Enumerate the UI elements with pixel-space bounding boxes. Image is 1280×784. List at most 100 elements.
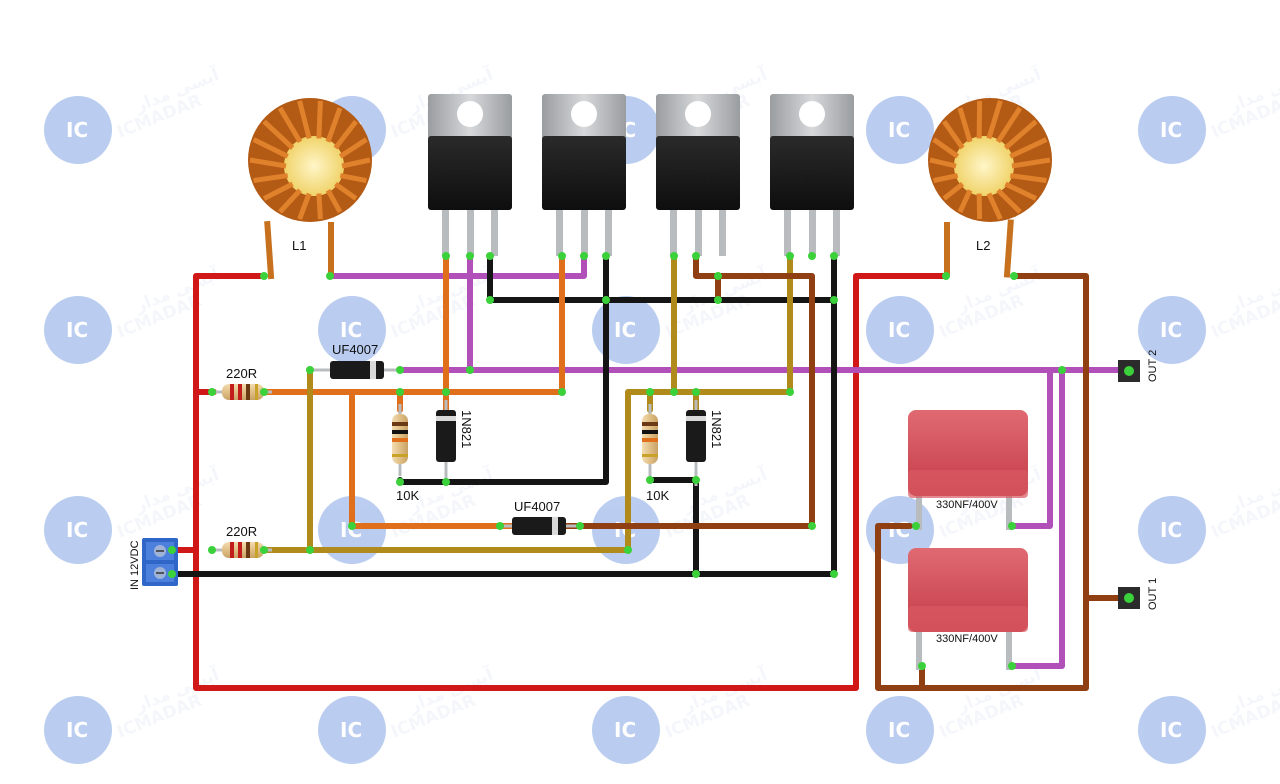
zener-1n821-left [436, 400, 456, 486]
coil-winding [986, 192, 1003, 221]
solder-pad [306, 546, 314, 554]
solder-pad [208, 388, 216, 396]
input-terminal-block [142, 538, 178, 586]
solder-pad [646, 476, 654, 484]
wire-black-zener1 [443, 297, 609, 485]
solder-pad [396, 478, 404, 486]
solder-pad [326, 272, 334, 280]
solder-pad [692, 570, 700, 578]
capacitor-c2 [908, 548, 1028, 670]
resistor-10k-left-label: 10K [396, 488, 419, 503]
solder-pad [466, 252, 474, 260]
coil-winding [341, 157, 371, 169]
resistor-10k-right [642, 404, 658, 476]
coil-winding [1011, 157, 1051, 169]
watermark-badge-text: IC [1160, 718, 1182, 742]
coil-winding [1009, 137, 1048, 159]
mosfet-q1: IRF540 [428, 94, 512, 256]
diode-uf4007-bottom-label: UF4007 [514, 499, 560, 514]
coil-winding [262, 119, 295, 150]
watermark-badge-text: IC [888, 318, 910, 342]
solder-pad [1008, 522, 1016, 530]
mosfet-q3-label: IRF540 [670, 171, 719, 187]
coil-winding [1004, 181, 1038, 201]
inductor-l1-label: L1 [292, 238, 306, 253]
input-label: IN 12VDC [129, 540, 141, 590]
wire-red [193, 273, 949, 691]
solder-pad [208, 546, 216, 554]
solder-pad [692, 476, 700, 484]
watermark-badge-text: IC [340, 718, 362, 742]
watermark-badge-text: IC [888, 118, 910, 142]
solder-pads [168, 252, 1066, 670]
solder-pad [396, 388, 404, 396]
wire-brown-l2 [875, 273, 1089, 691]
coil-winding [338, 137, 368, 159]
mosfet-q4-label: IRF540 [784, 171, 833, 187]
solder-pad [942, 272, 950, 280]
coil-winding [932, 137, 960, 159]
solder-pad [714, 272, 722, 280]
zener-1n821-right-label: 1N821 [709, 410, 724, 448]
watermark-badge-text: IC [614, 318, 636, 342]
coil-winding [957, 107, 973, 143]
solder-pad [260, 546, 268, 554]
coil-winding [316, 100, 323, 139]
watermark-badge-text: IC [66, 718, 88, 742]
coil-winding [1009, 173, 1047, 183]
solder-pad [558, 388, 566, 396]
solder-pad [646, 388, 654, 396]
resistor-220r-bottom-label: 220R [226, 524, 257, 539]
coil-winding [1003, 119, 1038, 150]
watermark-badge-text: IC [888, 518, 910, 542]
solder-pad [624, 546, 632, 554]
solder-pad [670, 388, 678, 396]
solder-pad [1058, 366, 1066, 374]
coil-winding [933, 173, 959, 183]
coil-winding [996, 188, 1022, 214]
mosfet-q4: IRF540 [770, 94, 854, 256]
inductor-l1 [248, 98, 372, 280]
solder-pad [168, 570, 176, 578]
watermark-badge-text: IC [1160, 318, 1182, 342]
inductor-l2-label: L2 [976, 238, 990, 253]
solder-pad [442, 388, 450, 396]
wire-olive-gate4 [625, 253, 793, 553]
mosfet-q1-label: IRF540 [442, 171, 491, 187]
capacitor-c1-label: 330NF/400V [936, 499, 998, 511]
watermark-badge-text: IC [888, 718, 910, 742]
solder-pad [808, 252, 816, 260]
solder-pad [912, 522, 920, 530]
solder-pad [830, 296, 838, 304]
capacitor-c1 [908, 410, 1028, 530]
mosfet-q2: IRF540 [542, 94, 626, 256]
watermark-badge-text: IC [614, 718, 636, 742]
solder-pad [558, 252, 566, 260]
solder-pad [670, 252, 678, 260]
solder-pad [714, 296, 722, 304]
watermark-badge-text: IC [66, 318, 88, 342]
watermark-badge-text: IC [1160, 118, 1182, 142]
watermark-badge-text: IC [340, 318, 362, 342]
solder-pad [692, 388, 700, 396]
solder-pad [396, 366, 404, 374]
coil-winding [333, 119, 358, 150]
solder-pad [830, 252, 838, 260]
output-2-label: OUT 2 [1147, 350, 1159, 382]
solder-pad [466, 366, 474, 374]
zener-1n821-right [686, 400, 706, 486]
coil-winding [942, 182, 965, 201]
output-1-label: OUT 1 [1147, 578, 1159, 610]
wire-purple-cap2 [1009, 367, 1065, 669]
coil-winding [325, 107, 343, 143]
solder-pad [442, 252, 450, 260]
solder-pad [486, 252, 494, 260]
solder-pad [260, 388, 268, 396]
solder-pad [168, 546, 176, 554]
solder-pad [348, 522, 356, 530]
coil-winding [278, 188, 302, 214]
